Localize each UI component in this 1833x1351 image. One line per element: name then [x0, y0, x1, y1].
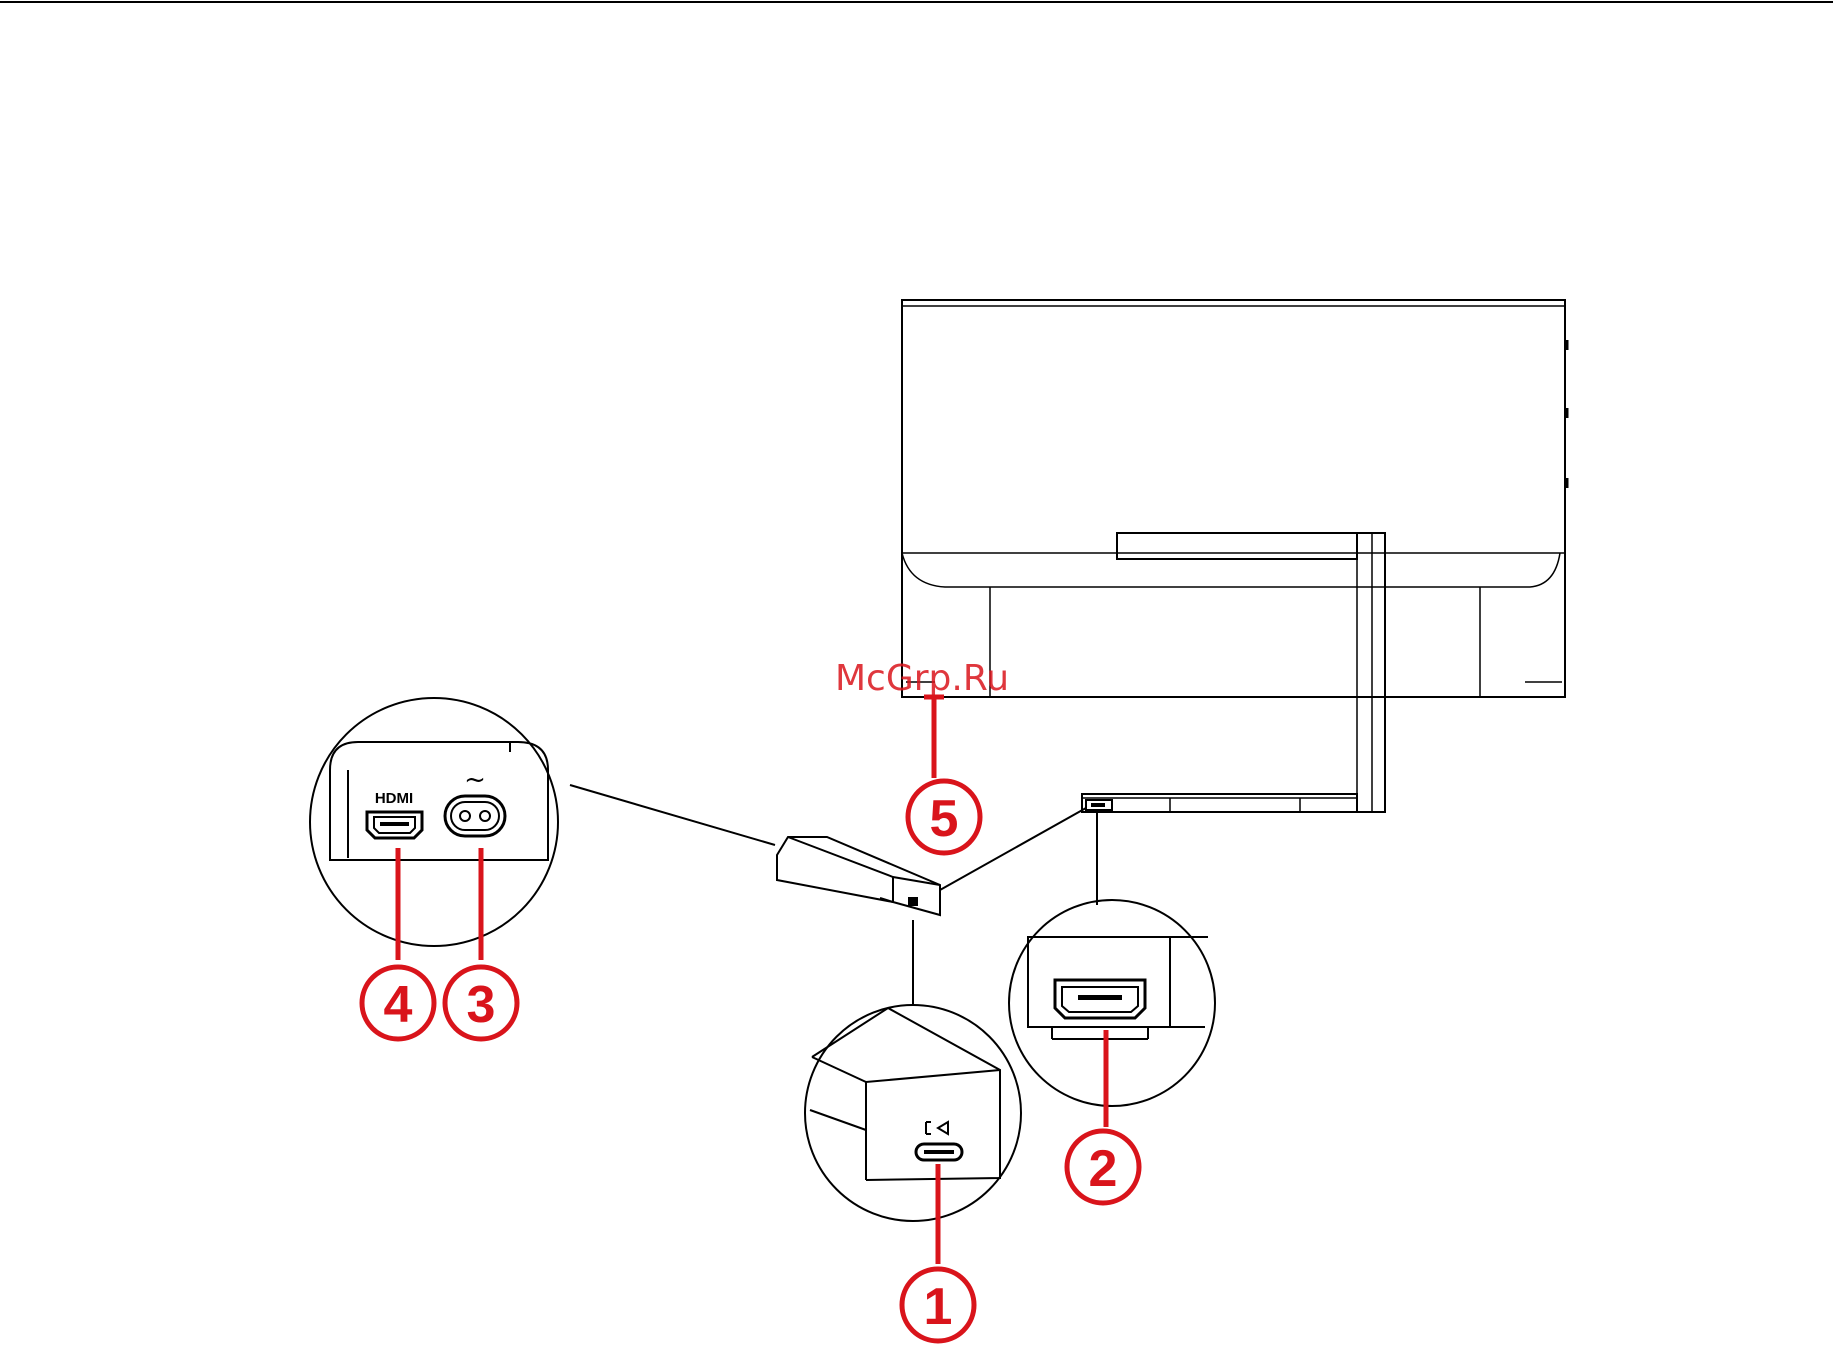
callout-1: 1 [902, 1164, 974, 1341]
hdmi-port-icon [367, 812, 422, 838]
zoom-adapter-ports: HDMI ~ [310, 698, 558, 946]
cables [570, 785, 1097, 1005]
watermark: McGrp.Ru [835, 658, 1009, 699]
callout-5-label: 5 [930, 790, 959, 848]
callout-4: 4 [362, 848, 434, 1039]
callout-2-label: 2 [1089, 1140, 1118, 1198]
zoom-monitor-hdmi [1009, 900, 1215, 1106]
callout-1-label: 1 [924, 1278, 953, 1336]
monitor-stand [1082, 533, 1385, 812]
callout-5: 5 [908, 697, 980, 853]
ac-inlet-icon: ~ [445, 765, 505, 836]
callout-4-label: 4 [384, 976, 413, 1034]
ac-symbol: ~ [464, 765, 486, 795]
callout-2: 2 [1067, 1030, 1139, 1203]
hdmi-port-label: HDMI [375, 790, 413, 807]
zoom-usb-c-port [805, 1005, 1021, 1221]
usb-c-port-icon [916, 1122, 962, 1160]
power-adapter-box [777, 837, 940, 915]
monitor-rear-view [902, 300, 1567, 697]
callout-3-label: 3 [467, 976, 496, 1034]
monitor-hdmi-port-icon [1055, 980, 1145, 1018]
